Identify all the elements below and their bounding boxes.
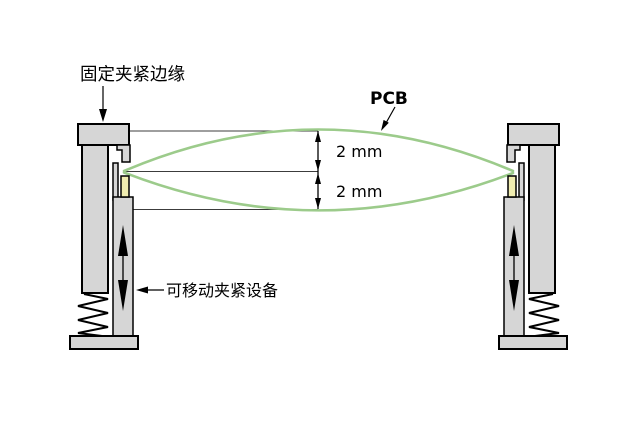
right-clamp-assembly [498, 123, 568, 350]
dimension-label-upper: 2 mm [336, 142, 382, 161]
dim-arrow-down-mid-icon [315, 160, 321, 171]
pcb-label: PCB [370, 89, 408, 109]
right-spring [528, 293, 560, 337]
left-base-plate [69, 335, 139, 350]
right-jaw-wall [518, 162, 525, 201]
pcb-deflection-curves [122, 128, 515, 212]
dim-arrow-up-top-icon [315, 131, 321, 142]
dimension-label-lower: 2 mm [336, 182, 382, 201]
right-fixed-clamp-bar [507, 123, 560, 146]
right-base-plate [498, 335, 568, 350]
left-spring [77, 293, 109, 337]
pcb-upper-bow-curve [122, 128, 515, 173]
left-pcb-edge [120, 175, 130, 198]
fixed-clamp-arrow-icon [99, 109, 107, 122]
left-upper-jaw [116, 144, 131, 163]
right-main-column [528, 144, 556, 294]
pcb-leader-line [385, 106, 396, 124]
movable-clamp-callout: 可移动夹紧设备 [136, 281, 278, 300]
left-jaw-wall [112, 162, 119, 201]
pcb-lower-bow-curve [122, 171, 515, 212]
dim-arrow-up-mid-icon [315, 173, 321, 184]
left-clamp-assembly [69, 123, 139, 350]
dim-arrow-down-bottom-icon [315, 198, 321, 209]
movable-clamp-arrow-icon [136, 286, 148, 294]
right-bidirectional-arrow-icon [509, 225, 519, 311]
pcb-arrow-icon [381, 119, 389, 131]
left-fixed-clamp-bar [77, 123, 130, 146]
left-bidirectional-arrow-icon [118, 225, 128, 311]
fixed-clamp-label: 固定夹紧边缘 [80, 65, 185, 85]
right-upper-jaw [506, 144, 521, 163]
reference-lines [125, 130, 318, 210]
dimension-annotation: 2 mm 2 mm [315, 131, 382, 209]
left-main-column [81, 144, 109, 294]
fixed-clamp-callout: 固定夹紧边缘 [80, 65, 185, 122]
movable-clamp-label: 可移动夹紧设备 [166, 281, 278, 300]
right-pcb-edge [507, 175, 517, 198]
pcb-callout: PCB [370, 89, 408, 131]
